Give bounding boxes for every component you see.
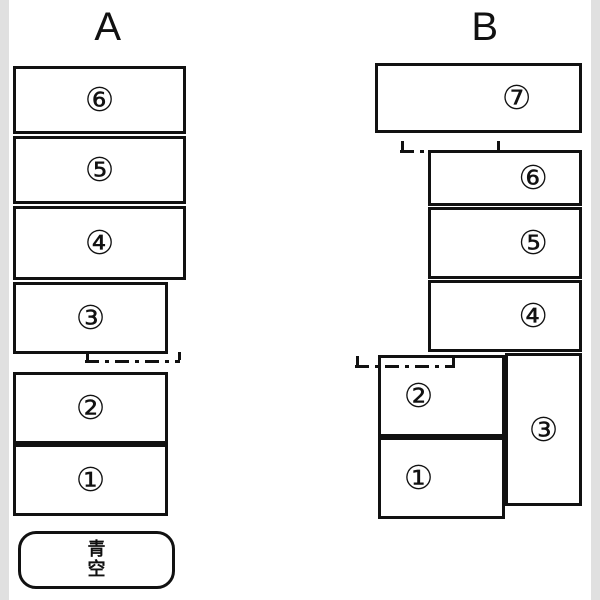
unit-b4-number: ④ [518, 296, 548, 335]
unit-b7[interactable]: ⑦ [375, 63, 582, 133]
unit-a3[interactable]: ③ [13, 282, 168, 354]
separator-b-upper-tick-right [497, 141, 500, 150]
unit-b4[interactable]: ④ [428, 280, 582, 352]
separator-b-lower-tick-right [452, 356, 455, 365]
separator-b-lower-tick-left [356, 356, 359, 365]
right-edge-strip [591, 0, 600, 600]
unit-a6[interactable]: ⑥ [13, 66, 186, 134]
unit-b5-number: ⑤ [518, 223, 548, 262]
unit-b1-number: ① [403, 458, 434, 497]
nameplate-aozora[interactable]: 青 空 [18, 531, 175, 589]
nameplate-text: 青 空 [88, 540, 106, 580]
nameplate-line-2: 空 [87, 559, 106, 580]
unit-b2[interactable]: ② [378, 355, 505, 437]
unit-b6[interactable]: ⑥ [428, 150, 582, 206]
unit-a2-number: ② [75, 388, 106, 427]
unit-b1[interactable]: ① [378, 437, 505, 519]
unit-a4-number: ④ [84, 223, 115, 262]
unit-a1[interactable]: ① [13, 444, 168, 516]
unit-a1-number: ① [75, 460, 106, 499]
column-label-b: B [471, 5, 499, 49]
unit-a5-number: ⑤ [84, 150, 115, 189]
left-edge-strip [0, 0, 9, 600]
unit-a4[interactable]: ④ [13, 206, 186, 280]
unit-a2[interactable]: ② [13, 372, 168, 444]
unit-b3-number: ③ [528, 409, 559, 449]
separator-a-tick-left [86, 352, 89, 360]
separator-a [85, 360, 180, 363]
nameplate-line-1: 青 [87, 539, 106, 560]
separator-b-upper-tick-left [401, 141, 404, 150]
unit-b5[interactable]: ⑤ [428, 207, 582, 279]
unit-b2-number: ② [403, 376, 434, 415]
unit-a6-number: ⑥ [84, 80, 115, 119]
column-label-a: A [94, 5, 122, 49]
unit-a5[interactable]: ⑤ [13, 136, 186, 204]
separator-a-tick-right [178, 352, 181, 360]
unit-b7-number: ⑦ [501, 78, 532, 117]
unit-a3-number: ③ [75, 298, 106, 337]
unit-b6-number: ⑥ [518, 158, 548, 197]
unit-b3[interactable]: ③ [505, 353, 582, 506]
separator-b-lower [355, 365, 455, 368]
